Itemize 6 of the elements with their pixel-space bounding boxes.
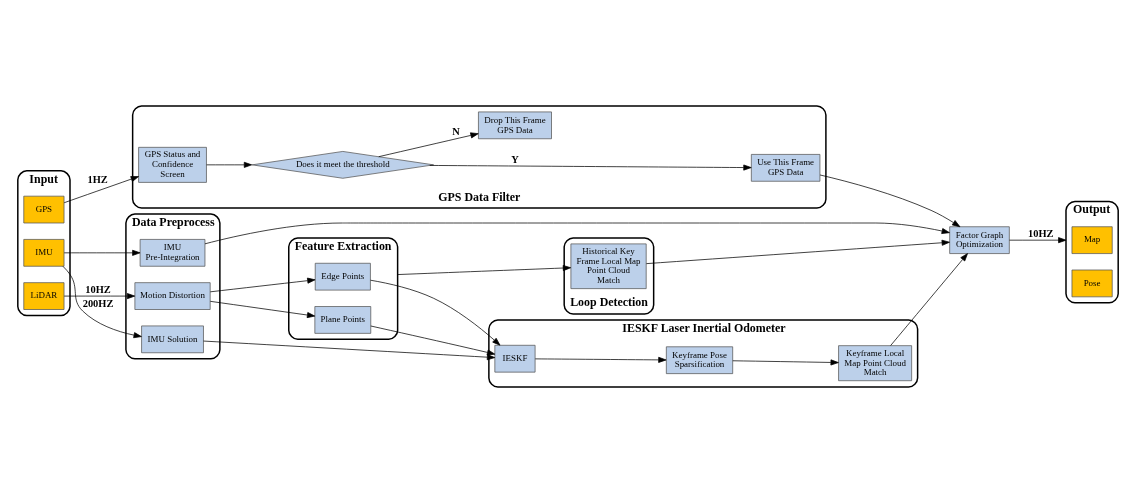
- edge-label: 10HZ: [85, 283, 111, 295]
- edge-label: 10HZ: [1027, 227, 1054, 239]
- edge-label: Y: [511, 153, 519, 165]
- edge-label: 1HZ: [87, 173, 108, 185]
- edge-label: N: [452, 126, 460, 138]
- edge-label: 200HZ: [82, 298, 114, 310]
